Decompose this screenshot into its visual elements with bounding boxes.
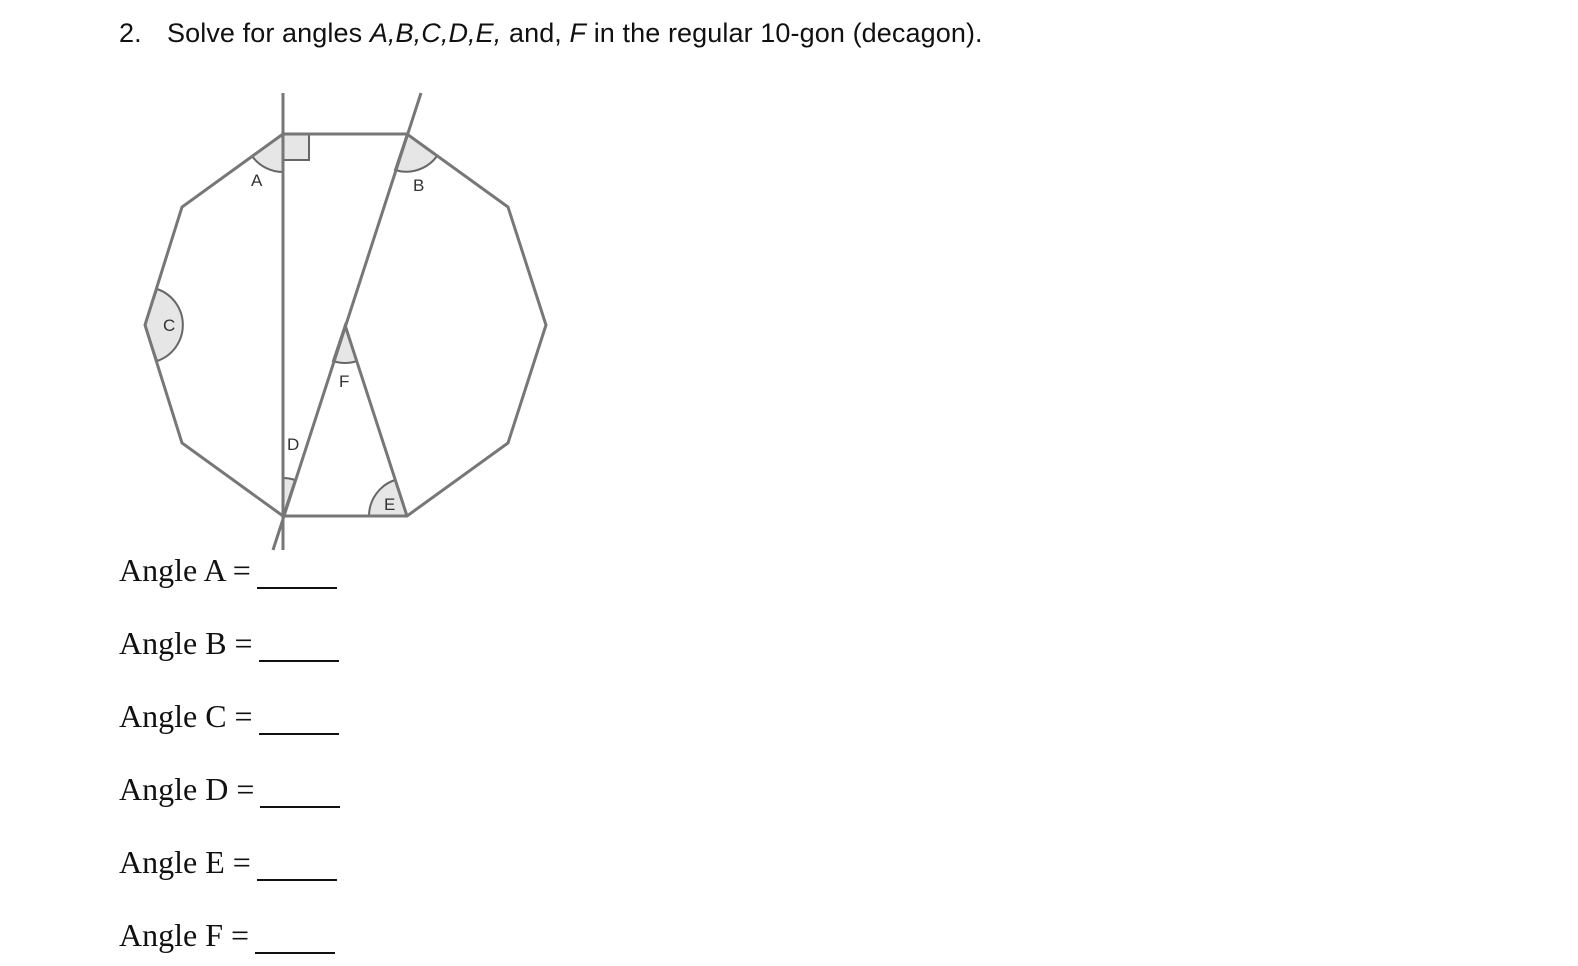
answer-row-d: Angle D = <box>119 771 341 808</box>
answer-blank-d[interactable] <box>260 776 341 808</box>
answer-blank-a[interactable] <box>256 557 337 589</box>
answer-row-e: Angle E = <box>119 844 337 881</box>
answer-blank-b[interactable] <box>258 630 339 662</box>
answer-label-f: Angle F = <box>119 917 250 953</box>
answer-label-e: Angle E = <box>119 844 251 880</box>
answer-label-d: Angle D = <box>119 771 255 807</box>
answer-row-a: Angle A = <box>119 552 337 589</box>
question-suffix: in the regular 10-gon (decagon). <box>586 18 983 48</box>
label-e: E <box>384 495 395 514</box>
question-vars: A,B,C,D,E, <box>369 18 502 48</box>
label-c: C <box>163 316 175 335</box>
diagonal-line <box>271 92 423 551</box>
answer-label-b: Angle B = <box>119 625 253 661</box>
answer-row-c: Angle C = <box>119 698 339 735</box>
decagon-figure: A B C D E F <box>143 92 548 551</box>
right-angle-marker <box>282 133 310 161</box>
angle-c-marker <box>143 287 184 363</box>
question-number: 2. <box>119 18 142 48</box>
answer-blank-e[interactable] <box>256 849 337 881</box>
label-d: D <box>287 435 299 454</box>
answer-blank-c[interactable] <box>258 703 339 735</box>
label-b: B <box>413 176 424 195</box>
answer-label-a: Angle A = <box>119 552 251 588</box>
label-a: A <box>251 171 263 190</box>
question-prefix: Solve for angles <box>167 18 370 48</box>
segment-to-e <box>343 324 409 517</box>
answer-label-c: Angle C = <box>119 698 253 734</box>
question-last-var: F <box>569 18 587 48</box>
answer-blank-f[interactable] <box>255 922 336 954</box>
label-f: F <box>339 372 349 391</box>
question-middle: and, <box>501 18 570 48</box>
answer-row-b: Angle B = <box>119 625 339 662</box>
answer-row-f: Angle F = <box>119 917 336 954</box>
question-prompt: 2. Solve for angles A,B,C,D,E, and, F in … <box>119 18 983 49</box>
